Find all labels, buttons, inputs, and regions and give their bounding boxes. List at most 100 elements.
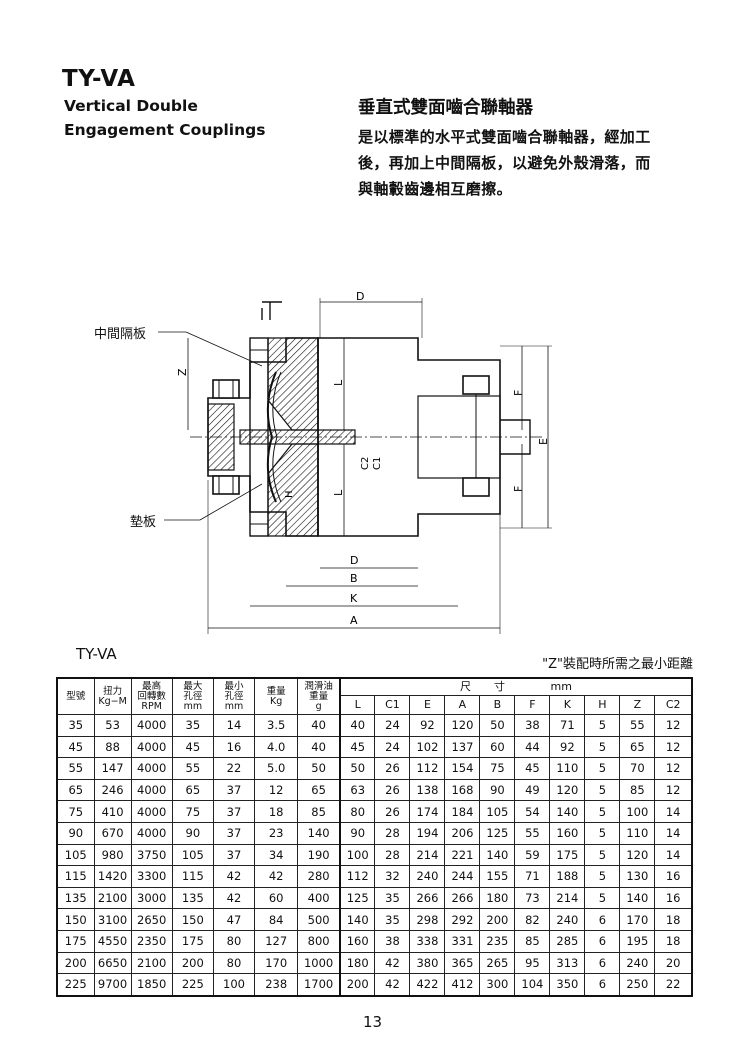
header-dim-z: Z (619, 695, 656, 715)
table-cell: 38 (374, 929, 411, 953)
table-cell: 225 (56, 973, 95, 997)
header-dim-k: K (549, 695, 586, 715)
dim-label-F-upper: F (512, 390, 525, 396)
table-note: "Z"裝配時所需之最小距離 (542, 657, 693, 672)
chinese-title: 垂直式雙面嚙合聯軸器 (358, 98, 533, 118)
table-cell: 240 (549, 908, 586, 931)
dim-label-F-lower: F (512, 486, 525, 492)
table-cell: 35 (56, 714, 95, 737)
table-cell: 5.0 (254, 757, 299, 780)
table-cell: 82 (514, 908, 551, 931)
table-cell: 120 (619, 843, 656, 867)
table-cell: 400 (297, 886, 341, 910)
header-torque: 扭力 Kg−M (93, 677, 132, 715)
table-cell: 160 (549, 821, 586, 845)
model-title: TY-VA (62, 66, 136, 92)
table-cell: 412 (444, 973, 481, 997)
header-max-speed: 最高 回轉數 RPM (130, 677, 173, 715)
table-cell: 4000 (130, 714, 173, 737)
table-cell: 18 (654, 908, 693, 931)
table-cell: 90 (339, 821, 376, 845)
table-cell: 110 (549, 757, 586, 780)
table-cell: 410 (93, 800, 132, 823)
table-cell: 80 (339, 800, 376, 823)
table-cell: 1000 (297, 951, 341, 975)
table-cell: 85 (514, 929, 551, 953)
table-cell: 300 (479, 973, 516, 997)
table-cell: 180 (479, 886, 516, 910)
dim-label-C2: C2 (360, 457, 371, 470)
table-cell: 235 (479, 929, 516, 953)
table-cell: 84 (254, 908, 299, 931)
table-cell: 280 (297, 865, 341, 888)
table-cell: 5 (584, 865, 621, 888)
dim-label-Z: Z (176, 368, 189, 376)
table-cell: 55 (619, 714, 656, 737)
table-cell: 4000 (130, 757, 173, 780)
table-cell: 150 (56, 908, 95, 931)
table-cell: 184 (444, 800, 481, 823)
table-cell: 5 (584, 800, 621, 823)
table-cell: 6 (584, 973, 621, 997)
table-cell: 670 (93, 821, 132, 845)
table-cell: 350 (549, 973, 586, 997)
dim-label-E: E (537, 438, 550, 445)
table-cell: 4.0 (254, 735, 299, 759)
table-cell: 120 (444, 714, 481, 737)
table-cell: 3750 (130, 843, 173, 867)
table-cell: 92 (549, 735, 586, 759)
table-cell: 71 (549, 714, 586, 737)
table-cell: 40 (339, 714, 376, 737)
table-cell: 88 (93, 735, 132, 759)
table-cell: 188 (549, 865, 586, 888)
header-oil-weight: 潤滑油 重量 g (297, 677, 341, 715)
table-cell: 6 (584, 951, 621, 975)
table-cell: 206 (444, 821, 481, 845)
table-cell: 135 (171, 886, 214, 910)
table-cell: 180 (339, 951, 376, 975)
table-cell: 80 (212, 951, 256, 975)
table-cell: 175 (56, 929, 95, 953)
table-cell: 174 (409, 800, 446, 823)
table-cell: 75 (171, 800, 214, 823)
table-cell: 65 (619, 735, 656, 759)
table-cell: 45 (171, 735, 214, 759)
table-model-label: TY-VA (76, 645, 117, 663)
table-cell: 9700 (93, 973, 132, 997)
header-model: 型號 (56, 677, 95, 715)
table-cell: 4000 (130, 821, 173, 845)
table-cell: 214 (409, 843, 446, 867)
table-cell: 380 (409, 951, 446, 975)
table-cell: 140 (549, 800, 586, 823)
table-cell: 44 (514, 735, 551, 759)
table-cell: 34 (254, 843, 299, 867)
table-cell: 45 (339, 735, 376, 759)
table-cell: 65 (56, 778, 95, 802)
header-dim-b: B (479, 695, 516, 715)
chinese-description-line-2: 後，再加上中間隔板，以避免外殼滑落，而 (358, 154, 651, 172)
table-cell: 90 (171, 821, 214, 845)
table-cell: 244 (444, 865, 481, 888)
table-cell: 59 (514, 843, 551, 867)
table-cell: 3000 (130, 886, 173, 910)
table-cell: 2650 (130, 908, 173, 931)
table-cell: 65 (297, 778, 341, 802)
table-cell: 23 (254, 821, 299, 845)
table-cell: 127 (254, 929, 299, 953)
table-cell: 50 (297, 757, 341, 780)
table-cell: 105 (479, 800, 516, 823)
table-cell: 170 (619, 908, 656, 931)
table-cell: 194 (409, 821, 446, 845)
table-cell: 168 (444, 778, 481, 802)
table-cell: 160 (339, 929, 376, 953)
table-cell: 55 (514, 821, 551, 845)
table-cell: 3.5 (254, 714, 299, 737)
table-cell: 100 (339, 843, 376, 867)
dim-label-C1: C1 (372, 457, 383, 470)
table-cell: 130 (619, 865, 656, 888)
dim-label-D-bottom: D (350, 554, 358, 567)
page-number: 13 (362, 1013, 383, 1031)
table-cell: 175 (171, 929, 214, 953)
